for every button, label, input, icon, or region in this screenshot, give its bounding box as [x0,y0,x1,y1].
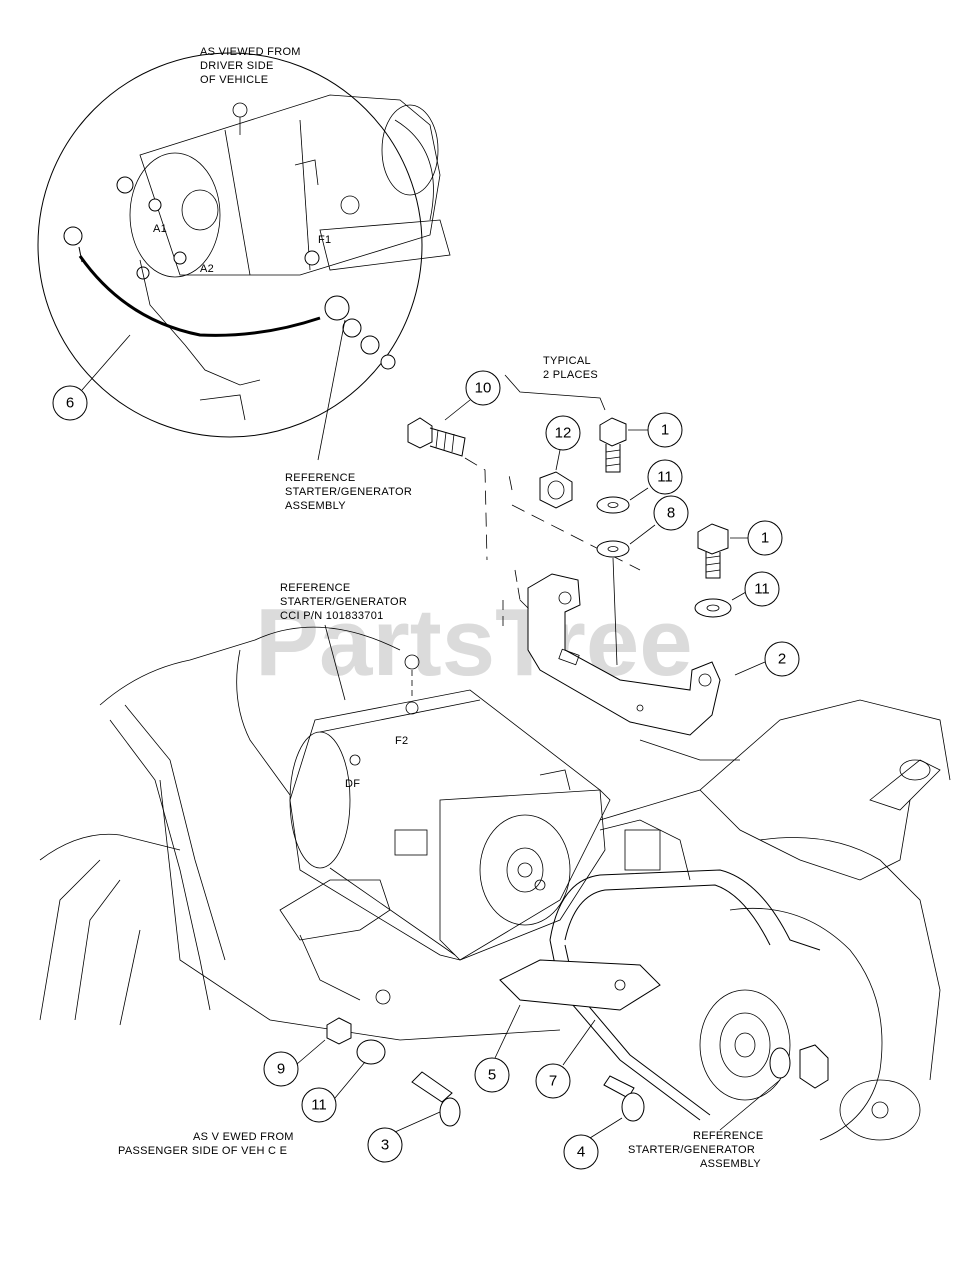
terminal-f2: F2 [395,735,408,747]
callout-1b: 1 [761,530,769,547]
driver-view-line1: AS VIEWED FROM [200,46,301,58]
ref-bottom-line1: REFERENCE [693,1130,764,1142]
nut-9 [326,1017,352,1045]
callout-10: 10 [475,380,492,397]
ref-part-line3: CCI P/N 101833701 [280,610,384,622]
callout-3: 3 [381,1137,389,1154]
bolt-3 [411,1071,461,1127]
ref-part-line1: REFERENCE [280,582,351,594]
callout-6-label: 6 [66,395,74,412]
callout-12: 12 [555,425,572,442]
callout-11c: 11 [311,1097,327,1114]
terminal-df: DF [345,778,360,790]
washer-11-lower [694,598,732,618]
terminal-a1: A1 [153,223,167,235]
callout-4: 4 [577,1144,585,1161]
bolt-1-upper [599,417,627,473]
washer-11-lower-left [356,1039,386,1065]
washer-8 [596,540,630,558]
watermark: PartsTree [255,589,693,696]
detail-circle [37,52,451,438]
ref-top-line3: ASSEMBLY [285,500,346,512]
callout-8: 8 [667,505,675,522]
driver-view-line3: OF VEHICLE [200,74,268,86]
vehicle-frame [39,626,951,1141]
bolt-10 [407,417,466,457]
callout-11b: 11 [754,581,770,598]
typical-line1: TYPICAL [543,355,591,367]
bracket-2 [527,573,721,736]
starter-generator [289,654,611,961]
passenger-view-line2: PASSENGER SIDE OF VEH C E [118,1145,287,1157]
washer-11-upper [596,496,630,514]
ref-top-line2: STARTER/GENERATOR [285,486,412,498]
callout-9: 9 [277,1061,285,1078]
callout-11a: 11 [657,469,673,486]
ref-bottom-line2: STARTER/GENERATOR [628,1144,755,1156]
nut-12 [539,471,573,509]
bolt-4 [603,1075,645,1122]
callout-1a: 1 [661,422,669,439]
passenger-view-line1: AS V EWED FROM [193,1131,294,1143]
terminal-a2: A2 [200,263,214,275]
callout-7: 7 [549,1073,557,1090]
bolt-1-lower [697,523,729,579]
pulley [699,989,921,1141]
ref-bottom-line3: ASSEMBLY [700,1158,761,1170]
ref-part-line2: STARTER/GENERATOR [280,596,407,608]
ref-top-line1: REFERENCE [285,472,356,484]
callout-6 [52,385,88,421]
typical-line2: 2 PLACES [543,369,598,381]
callout-5: 5 [488,1067,496,1084]
callout-2: 2 [778,651,786,668]
bracket-5 [499,959,661,1011]
driver-view-line2: DRIVER SIDE [200,60,274,72]
terminal-f1: F1 [318,234,331,246]
